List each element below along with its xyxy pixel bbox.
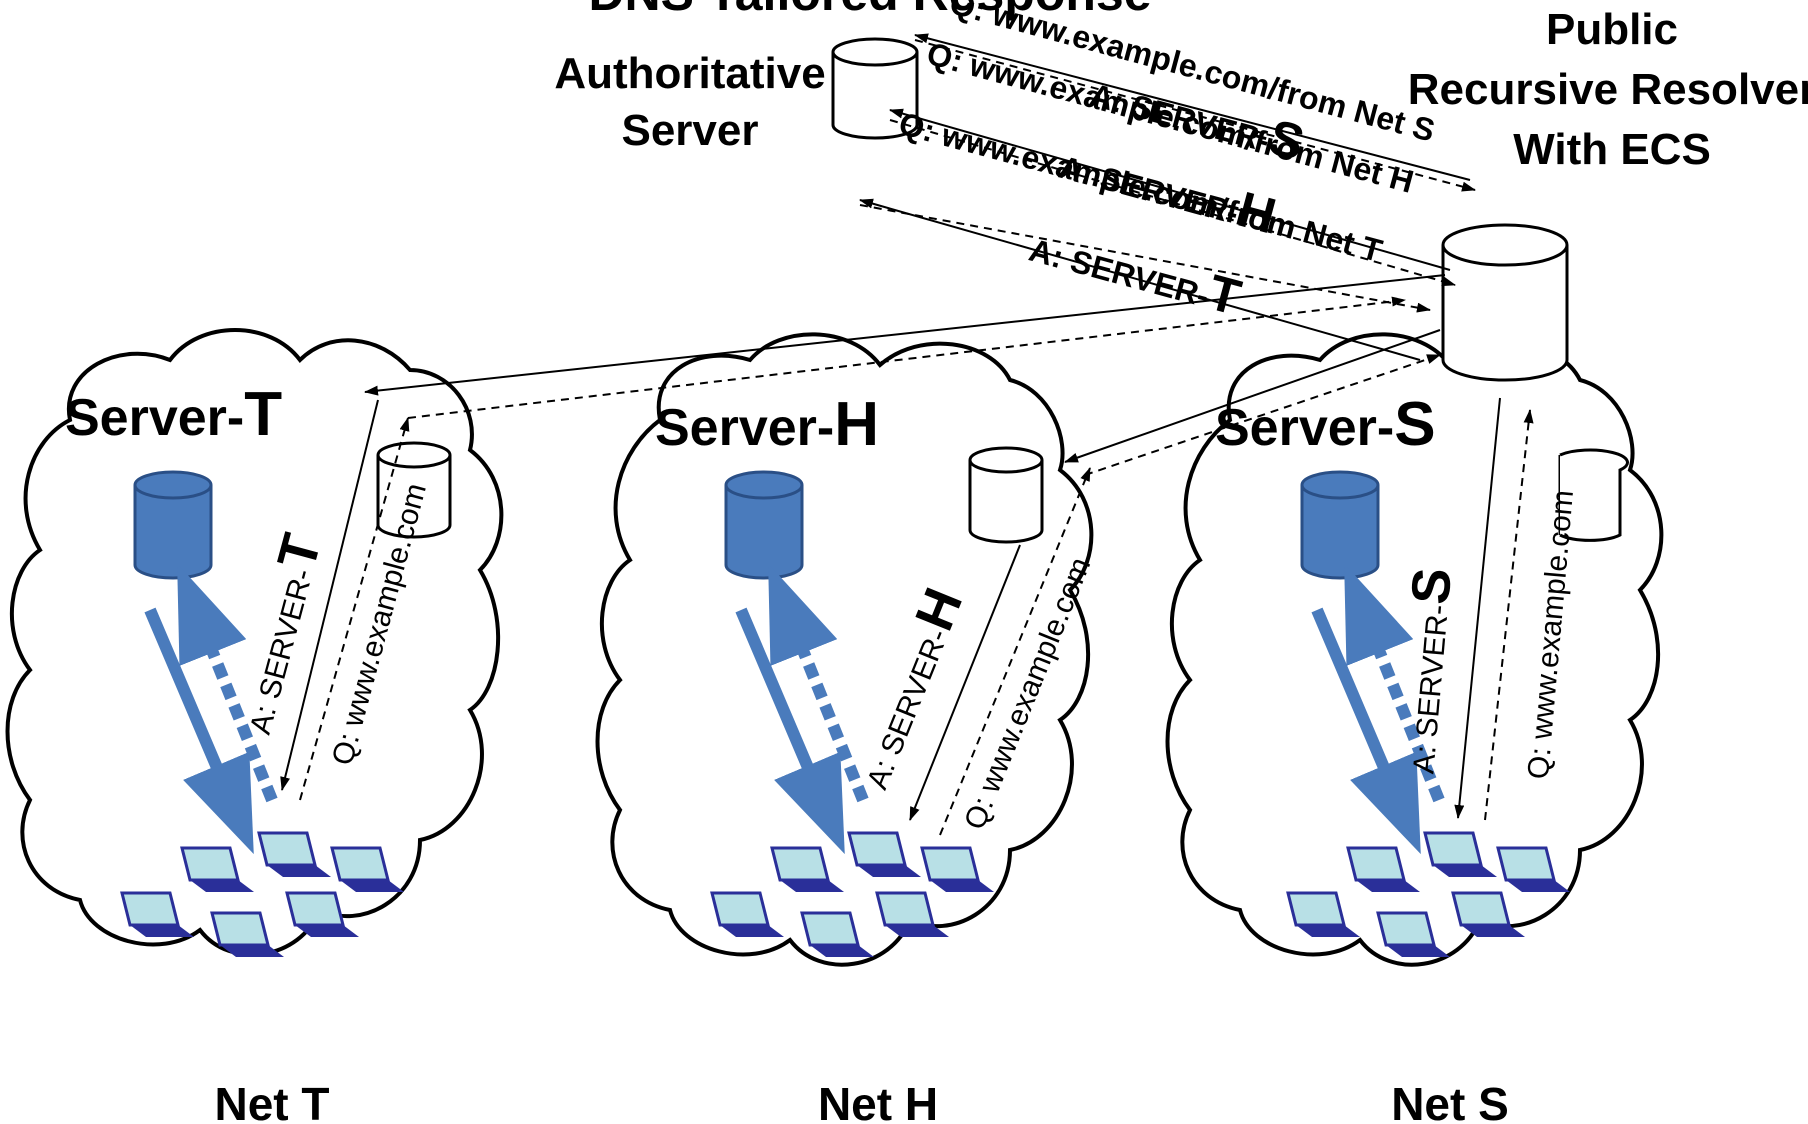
server-s-label: Server-S [1215, 390, 1436, 459]
resolver-label-line3: With ECS [1513, 125, 1711, 174]
server-t-label: Server-T [65, 380, 282, 449]
net-h-to-resolver-query-arrow [1084, 354, 1441, 476]
upstream-q-t-arrow [859, 198, 1421, 361]
server-s-request-arrow [1344, 563, 1445, 803]
authoritative-label-line1: Authoritative [554, 49, 825, 98]
local-resolver-t-icon [376, 441, 452, 539]
net-s-label: Net S [1391, 1078, 1509, 1124]
server-h-label: Server-H [655, 390, 879, 459]
net-h-local-query-arrow [939, 467, 1091, 836]
server-h-prefix: Server- [655, 399, 834, 457]
cloud-net-h [595, 332, 1094, 967]
server-s-icon [1300, 470, 1380, 580]
net-h-label: Net H [818, 1078, 938, 1124]
resolver-label-line2: Recursive Resolver [1408, 65, 1808, 114]
net-s-query-arrow [1484, 409, 1534, 821]
server-h-request-arrow [768, 563, 869, 803]
upstream-q-h-arrow [889, 108, 1451, 271]
server-h-response-arrow [735, 607, 845, 855]
server-t-suffix: T [244, 380, 282, 449]
server-t-icon [133, 470, 213, 580]
net-s-answer-suffix: S [1400, 566, 1463, 607]
net-s-answer-arrow [1454, 397, 1501, 819]
server-s-prefix: Server- [1215, 399, 1394, 457]
server-h-suffix: H [834, 390, 879, 459]
net-t-label: Net T [215, 1078, 330, 1124]
authoritative-label-line2: Server [621, 106, 758, 155]
upstream-query-t: Q: www.example.com/from Net T [895, 105, 1386, 269]
server-s-response-arrow [1311, 607, 1421, 855]
upstream-q-s-arrow [914, 33, 1471, 181]
public-resolver-icon [1441, 223, 1569, 382]
net-t-local-answer-arrow [280, 399, 379, 791]
net-t-local-query-arrow [299, 417, 410, 801]
local-resolver-h-icon [968, 446, 1044, 544]
local-resolver-s-icon [1558, 448, 1629, 542]
server-t-request-arrow [177, 563, 278, 803]
resolver-to-net-t-answer-arrow [364, 274, 1446, 396]
net-h-local-answer-arrow [909, 544, 1021, 821]
server-t-response-arrow [144, 607, 254, 855]
server-s-suffix: S [1394, 390, 1435, 459]
resolver-label-line1: Public [1546, 5, 1678, 54]
diagram-title: DNS Tailored Response [588, 0, 1151, 21]
server-h-icon [724, 470, 804, 580]
upstream-answer-t-suffix: T [1202, 264, 1246, 326]
server-t-prefix: Server- [65, 389, 244, 447]
upstream-a-t-arrow [859, 204, 1431, 313]
upstream-answer-t-prefix: A: SERVER- [1025, 232, 1212, 314]
upstream-a-h-arrow [889, 119, 1456, 287]
resolver-to-net-h-answer-arrow [1064, 329, 1441, 463]
upstream-a-s-arrow [914, 39, 1476, 192]
